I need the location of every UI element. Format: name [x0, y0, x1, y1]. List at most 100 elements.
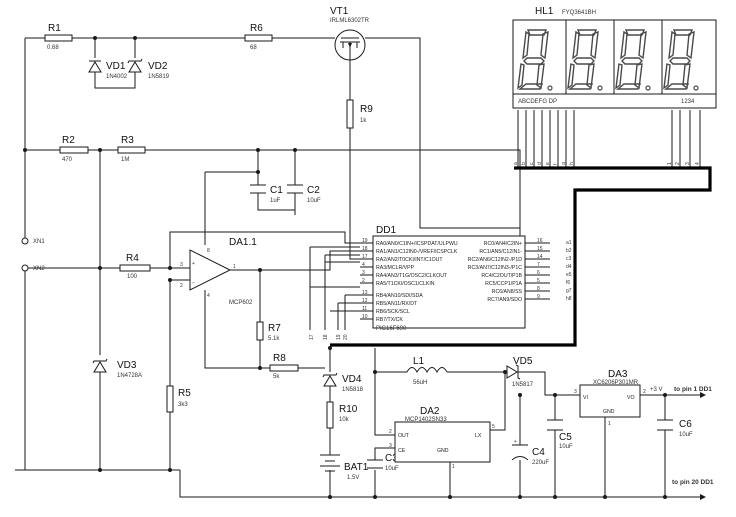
resistor-r6: R6 68 [244, 23, 273, 51]
hl1-seg-pin-label: a [513, 162, 519, 165]
resistor-r7: R7 5.1k [256, 321, 281, 342]
c1-value: 1uF [270, 198, 281, 204]
r5-ref: R5 [178, 388, 191, 399]
c4-value: 220uF [532, 460, 549, 466]
opamp-pin-4: 4 [207, 293, 210, 299]
dd1-right-pin-num: 14 [537, 254, 543, 260]
da2-pin-3: 3 [389, 443, 392, 449]
ic-da3: DA3 XC6206P301MR VI VO GND 3 2 1 [574, 369, 646, 427]
dd1-bottom-net-label: 17 [309, 334, 315, 340]
junction-dots [23, 36, 667, 499]
r3-ref: R3 [121, 135, 134, 146]
hl1-decimal-point [547, 85, 553, 91]
dd1-right-pin-num: 16 [537, 238, 543, 244]
xn1-label: XN1 [33, 239, 45, 245]
da2-pin-5: 5 [492, 424, 495, 430]
dd1-left-pin-num: 17 [362, 254, 368, 260]
hl1-digit-pin-label: 2 [675, 162, 681, 165]
vd5-value: 1N5817 [512, 382, 534, 388]
c3-ref: C3 [385, 453, 398, 464]
vd3-ref: VD3 [117, 360, 137, 371]
dd1-right-net-label: d4 [566, 264, 572, 270]
hl1-digit-pin-label: 3 [685, 162, 691, 165]
opamp-pin-8: 8 [207, 248, 210, 254]
dd1-right-pin-name: RC1/AN5/C12IN1- [479, 249, 522, 255]
dd1-left-pin-name: RA3/MCLR/VPP [376, 265, 415, 271]
c6-value: 10uF [679, 432, 693, 438]
da2-ref: DA2 [420, 406, 440, 417]
dd1-right-pin-num: 7 [537, 262, 540, 268]
r6-ref: R6 [250, 23, 263, 34]
hl1-digit [567, 29, 603, 91]
da2-pin-ce: CE [398, 448, 406, 454]
vt1-value: IRLML6302TR [330, 18, 370, 24]
hl1-segments [567, 29, 599, 90]
r9-value: 1k [360, 118, 367, 124]
wires [24, 37, 701, 498]
r2-value: 470 [62, 157, 73, 163]
hl1-decimal-point [693, 85, 699, 91]
dd1-right-pin-num: 15 [537, 246, 543, 252]
dd1-left-pin-num: 2 [362, 278, 365, 284]
svg-text:+: + [192, 261, 195, 267]
dd1-left-pin-name: RA5/T1CKI/OSC1/CLKIN [376, 281, 435, 287]
hl1-seg-pin-label: e [545, 162, 551, 165]
capacitor-c5: C5 10uF [547, 419, 573, 450]
dd1-bottom-net-label: 20 [343, 334, 349, 340]
da3-pin-vi: VI [583, 395, 588, 401]
resistor-r9: R9 1k [346, 99, 373, 129]
dd1-bottom-net-label: 18 [323, 334, 329, 340]
da3-pin-2: 2 [643, 389, 646, 395]
hl1-segments [663, 29, 695, 90]
da3-pin-3: 3 [574, 389, 577, 395]
c2-ref: C2 [307, 185, 320, 196]
dd1-right-net-label: h8 [566, 296, 572, 302]
da3-value: XC6206P301MR [593, 380, 639, 386]
opamp-pin-2: 2 [180, 283, 183, 289]
l1-value: 56uH [413, 380, 427, 386]
r9-ref: R9 [360, 104, 373, 115]
da3-pin-gnd: GND [603, 409, 615, 415]
label-pin20: to pin 20 DD1 [672, 479, 714, 486]
dd1-left-pin-num: 3 [362, 270, 365, 276]
da3-pin-1: 1 [608, 421, 611, 427]
r10-ref: R10 [339, 404, 358, 415]
hl1-digit [615, 29, 651, 91]
dd1-left-pin-name: RB5/AN11/RX/DT [376, 301, 418, 307]
power-labels: +3 V to pin 1 DD1 to pin 20 DD1 [650, 386, 714, 500]
hl1-segments [517, 29, 549, 90]
c3-value: 10uF [385, 466, 399, 472]
da3-ref: DA3 [608, 369, 628, 380]
r1-ref: R1 [48, 23, 61, 34]
dd1-ref: DD1 [376, 225, 396, 236]
r4-value: 100 [127, 274, 138, 280]
da2-pin-lx: LX [475, 433, 482, 439]
da2-pin-out: OUT [398, 433, 410, 439]
c5-ref: C5 [559, 432, 572, 443]
dd1-right-net-label: g7 [566, 288, 572, 294]
capacitor-c2: C2 10uF [287, 184, 321, 204]
dd1-right-pin-name: RC6/AN8/SS [492, 289, 523, 295]
resistor-r10: R10 10k [326, 401, 358, 429]
diode-vd5: VD5 1N5817 [506, 356, 534, 388]
vd4-ref: VD4 [342, 374, 362, 385]
dd1-left-pin-name: RB7/TX/CK [376, 317, 403, 323]
r3-value: 1M [121, 157, 129, 163]
da1-value: MCP602 [229, 300, 253, 306]
hl1-seg-label: ABCDEFG DP [518, 99, 557, 105]
r7-value: 5.1k [268, 336, 280, 342]
hl1-seg-pin-label: g [561, 162, 567, 165]
dd1-right-net-label: a1 [566, 240, 572, 246]
resistor-r1: R1 0.68 [44, 23, 73, 51]
vd3-value: 1N4728A [117, 373, 142, 379]
r8-value: 5k [273, 374, 280, 380]
label-3v: +3 V [650, 387, 663, 393]
hl1-decimal-point [597, 85, 603, 91]
hl1-seg-pin-label: c [529, 162, 535, 165]
diode-vd4: VD4 1N5818 [322, 372, 364, 393]
dd1-right-pin-num: 5 [537, 278, 540, 284]
